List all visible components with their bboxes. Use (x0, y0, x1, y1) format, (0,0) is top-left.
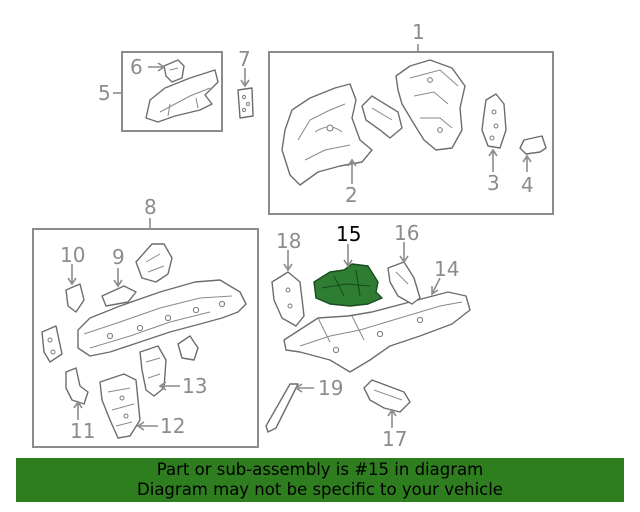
part-1-upper-panel (395, 59, 466, 151)
part-16-bracket (387, 261, 421, 305)
part-7-plate (237, 87, 254, 119)
callout-5: 5 (98, 81, 111, 105)
callout-4: 4 (521, 173, 534, 197)
callout-19: 19 (318, 376, 343, 400)
part-3-reinforcement (481, 93, 507, 149)
callout-10: 10 (60, 243, 85, 267)
part-14-frame-assembly (283, 291, 471, 373)
part-11-bracket (65, 367, 89, 405)
banner-line-2: Diagram may not be specific to your vehi… (137, 480, 503, 499)
part-2-wheelhouse (281, 83, 373, 186)
callout-2: 2 (345, 183, 358, 207)
part-19-brace (265, 383, 299, 433)
banner-line-1: Part or sub-assembly is #15 in diagram (156, 460, 484, 479)
part-18-bracket (271, 271, 305, 327)
part-5-bracket (145, 69, 219, 123)
callout-1: 1 (412, 20, 425, 44)
part-8-upper-bracket (135, 243, 173, 283)
part-15-highlighted (313, 263, 383, 307)
group-box-1 (268, 51, 554, 215)
callout-6: 6 (130, 55, 143, 79)
part-13-bracket (139, 345, 167, 397)
callout-16: 16 (394, 221, 419, 245)
callout-13: 13 (182, 374, 207, 398)
part-17-bracket (363, 379, 411, 413)
leader-lines (67, 44, 532, 431)
callout-9: 9 (112, 245, 125, 269)
callout-7: 7 (238, 47, 251, 71)
callout-15: 15 (336, 222, 361, 246)
callout-17: 17 (382, 427, 407, 451)
part-4-clip (519, 135, 547, 155)
part-9-bracket (101, 285, 137, 307)
group-box-5 (121, 51, 223, 132)
part-12-reinforcement (99, 373, 141, 439)
part-10-bracket (65, 283, 85, 313)
callout-3: 3 (487, 171, 500, 195)
info-banner: Part or sub-assembly is #15 in diagram D… (16, 458, 624, 502)
part-8-side-plate (41, 325, 63, 363)
part-1-small-bracket (361, 95, 403, 139)
callout-8: 8 (144, 195, 157, 219)
part-8-small-bracket (177, 335, 199, 361)
callout-14: 14 (434, 257, 459, 281)
part-8-frame-rail (77, 279, 247, 357)
callout-18: 18 (276, 229, 301, 253)
callout-11: 11 (70, 419, 95, 443)
callout-12: 12 (160, 414, 185, 438)
part-6-clip (163, 59, 185, 83)
group-box-8 (32, 228, 259, 448)
